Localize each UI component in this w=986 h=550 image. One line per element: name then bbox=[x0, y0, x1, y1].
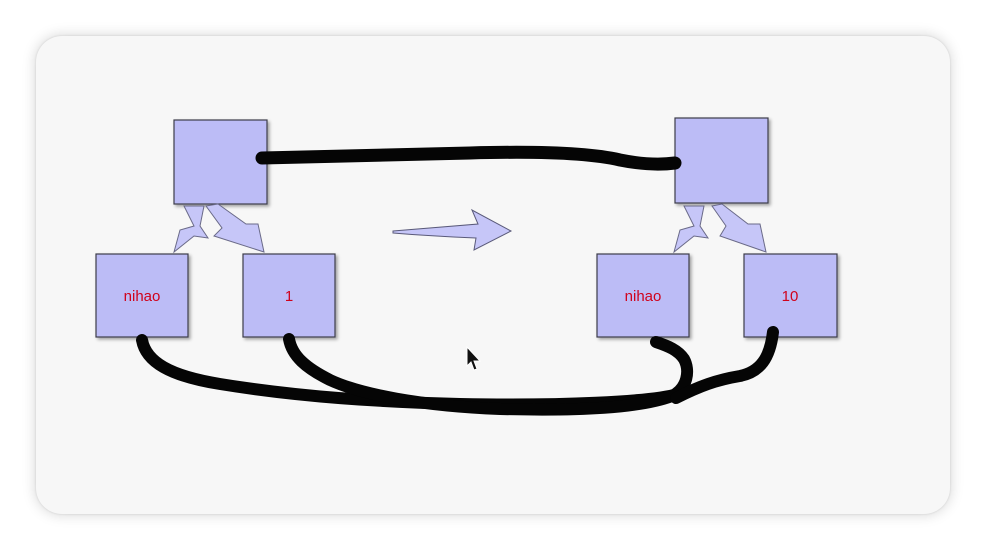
left-arrow-to-second-child bbox=[205, 203, 265, 253]
right-parent-node bbox=[674, 117, 769, 204]
diagram-canvas: nihao 1 nihao 10 bbox=[95, 117, 838, 416]
right-arrow-to-second-child bbox=[711, 203, 767, 253]
right-child-node-2 bbox=[743, 253, 838, 338]
left-child-label-2: 1 bbox=[285, 288, 293, 305]
left-child-label-1: nihao bbox=[124, 288, 161, 305]
left-arrow-to-first-child bbox=[173, 205, 210, 254]
ink-stroke-right-child-link bbox=[670, 326, 779, 404]
right-child-label-1: nihao bbox=[625, 288, 662, 305]
ink-stroke-left-second-child-link bbox=[283, 333, 694, 416]
right-child-node-1 bbox=[596, 253, 690, 338]
right-child-label-2: 10 bbox=[782, 288, 799, 305]
left-parent-node bbox=[173, 119, 268, 205]
right-arrow-to-first-child bbox=[673, 205, 710, 254]
left-child-node-2 bbox=[242, 253, 336, 338]
transition-arrow bbox=[392, 208, 513, 251]
diagram-window: nihao 1 nihao 10 bbox=[36, 36, 950, 514]
mouse-pointer-icon bbox=[466, 345, 482, 371]
left-child-node-1 bbox=[95, 253, 189, 338]
ink-stroke-parent-link bbox=[255, 145, 682, 171]
